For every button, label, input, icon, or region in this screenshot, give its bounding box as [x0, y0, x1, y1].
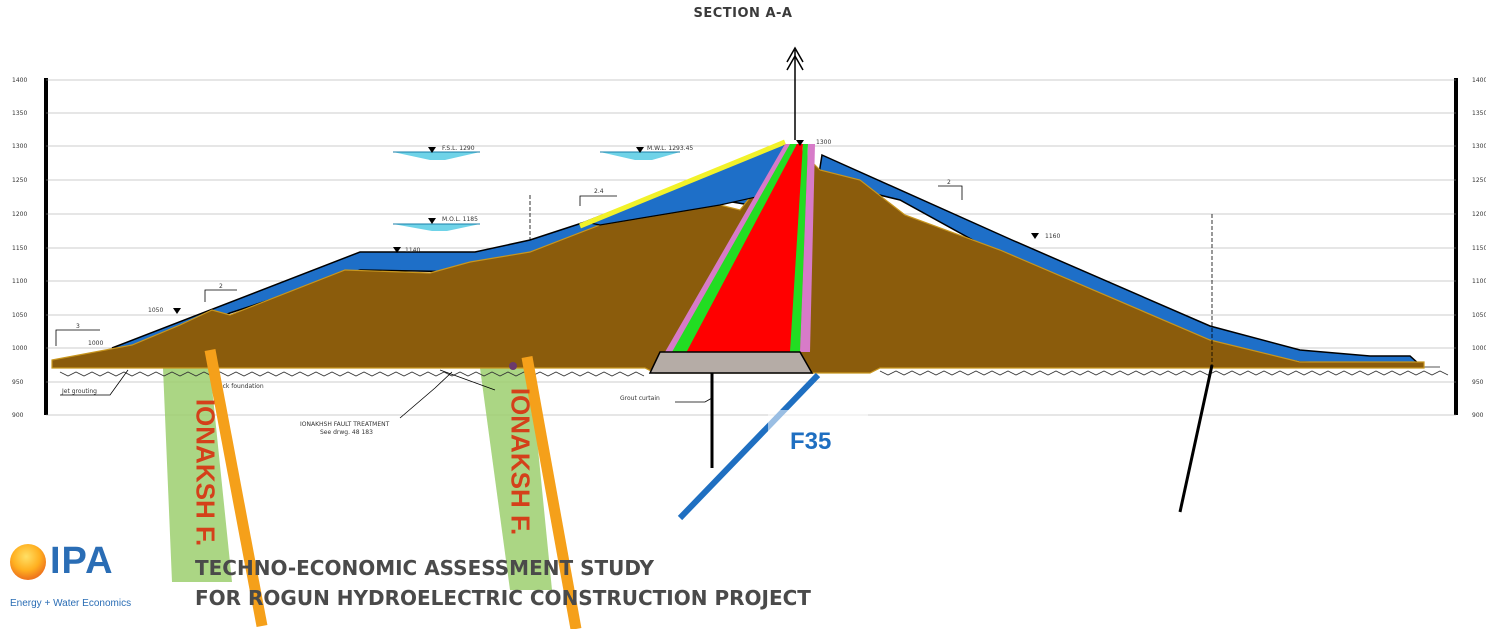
right-tick-1050: 1050: [1472, 312, 1486, 319]
core: [685, 144, 803, 355]
tick-1150: 1150: [12, 245, 27, 252]
slope-upstream-lower: 2: [219, 283, 223, 290]
riprap-line: [579, 139, 786, 229]
logo-name: IPA: [50, 540, 114, 582]
right-axis-labels: 1400 1350 1300 1250 1200 1150 1100 1050 …: [1472, 77, 1486, 419]
downstream-transition: [800, 144, 815, 352]
ionaksh-fault-band-left: [163, 368, 232, 582]
f35-fault-label: F35: [790, 428, 832, 455]
mwl-label: M.W.L. 1293.45: [647, 145, 693, 152]
tick-900: 900: [12, 412, 24, 419]
berm-left-elevation: 1140: [405, 247, 420, 254]
tick-1350: 1350: [12, 110, 27, 117]
right-tick-1200: 1200: [1472, 211, 1486, 218]
grout-plinth: [648, 351, 814, 374]
grout-curtain-label: Grout curtain: [620, 395, 660, 402]
tick-1400: 1400: [12, 77, 27, 84]
tick-1050: 1050: [12, 312, 27, 319]
see-drawing-label: See drwg. 48 183: [320, 429, 373, 436]
tick-950: 950: [12, 379, 24, 386]
tick-1200: 1200: [12, 211, 27, 218]
treatment-label: IONAKHSH FAULT TREATMENT: [300, 421, 390, 428]
slope-left-flat: 3: [76, 323, 80, 330]
downstream-filter: [790, 144, 808, 352]
right-tick-1300: 1300: [1472, 143, 1486, 150]
north-arrow-icon: [786, 46, 804, 140]
tick-1250: 1250: [12, 177, 27, 184]
left-axis-labels: 1400 1350 1300 1250 1200 1150 1100 1050 …: [12, 77, 27, 419]
slope-indicators: [55, 185, 963, 346]
right-tick-1400: 1400: [1472, 77, 1486, 84]
tick-1100: 1100: [12, 278, 27, 285]
f35-label-highlight: [768, 410, 868, 432]
leader-lines: [60, 369, 713, 419]
crest-elevation: 1300: [816, 139, 831, 146]
berm-right-elevation: 1160: [1045, 233, 1060, 240]
right-tick-1350: 1350: [1472, 110, 1486, 117]
water-level-mwl: [600, 151, 680, 160]
jet-grouting-label: Jet grouting: [61, 388, 97, 395]
fault-f35-line: [677, 372, 821, 521]
tick-1300: 1300: [12, 143, 27, 150]
water-level-mol: [393, 223, 480, 231]
tick-1000: 1000: [12, 345, 27, 352]
section-title: SECTION A-A: [693, 6, 793, 21]
right-tick-1150: 1150: [1472, 245, 1486, 252]
study-title: TECHNO-ECONOMIC ASSESSMENT STUDY FOR ROG…: [195, 553, 811, 613]
slope-upstream-upper: 2.4: [594, 188, 604, 195]
right-tick-1100: 1100: [1472, 278, 1486, 285]
rock-foundation-label: Rock foundation: [215, 383, 264, 390]
fsl-label: F.S.L. 1290: [442, 145, 475, 152]
ionaksh-fault-bar-left: [204, 348, 268, 628]
elevation-marker-icons: [173, 140, 1039, 314]
fault-lines: [710, 364, 1214, 513]
foundation-hatching: [59, 370, 1449, 377]
right-tick-1000: 1000: [1472, 345, 1486, 352]
right-tick-950: 950: [1472, 379, 1484, 386]
fault-marker-dot: [509, 362, 517, 370]
ipa-logo: IPA Energy + Water Economics: [6, 540, 156, 614]
mol-label: M.O.L. 1185: [442, 216, 478, 223]
slope-downstream: 2: [947, 179, 951, 186]
water-level-fsl: [393, 151, 480, 160]
toe-left-low-elevation: 1000: [88, 340, 103, 347]
toe-left-elevation: 1050: [148, 307, 163, 314]
study-title-line-1: TECHNO-ECONOMIC ASSESSMENT STUDY: [195, 556, 654, 580]
right-tick-900: 900: [1472, 412, 1484, 419]
sun-icon: [10, 544, 46, 580]
right-tick-1250: 1250: [1472, 177, 1486, 184]
logo-tagline: Energy + Water Economics: [10, 598, 132, 609]
study-title-line-2: FOR ROGUN HYDROELECTRIC CONSTRUCTION PRO…: [195, 586, 811, 610]
ionaksh-fault-bar-mid: [521, 356, 582, 629]
upstream-filter: [672, 144, 797, 355]
